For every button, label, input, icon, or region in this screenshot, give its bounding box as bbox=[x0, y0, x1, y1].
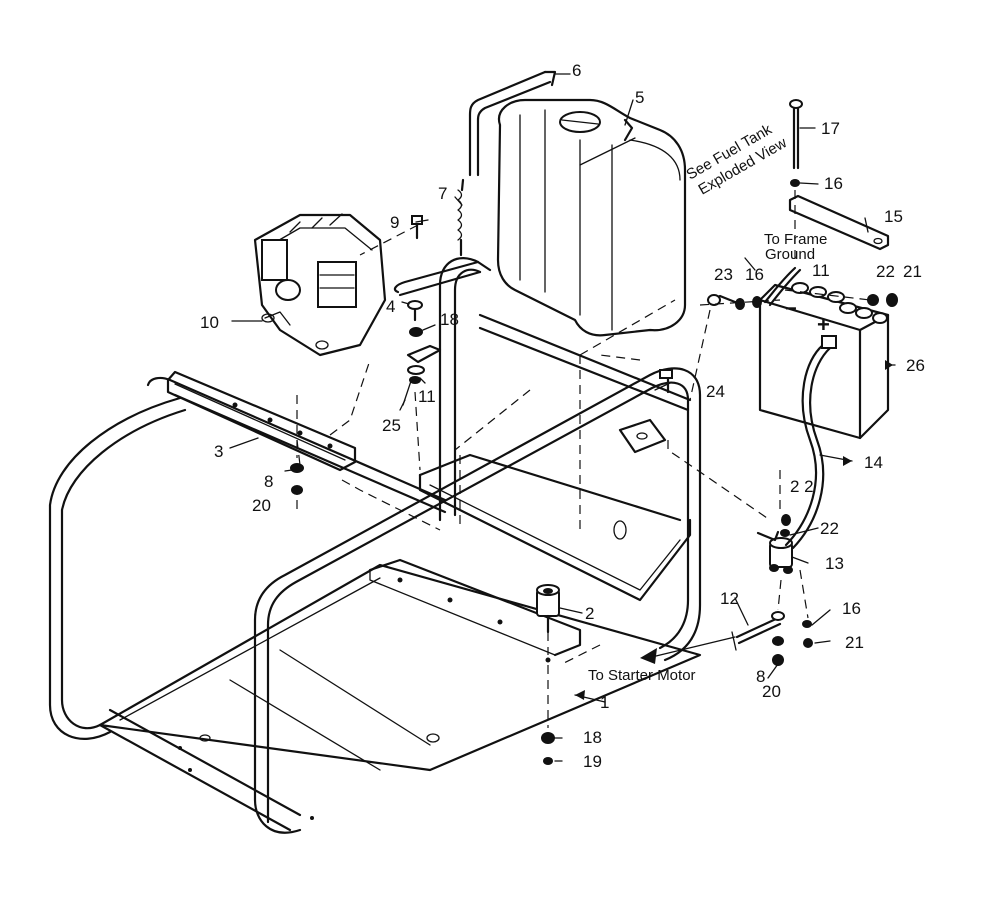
callout-24: 24 bbox=[706, 382, 725, 401]
hardware-parts bbox=[290, 99, 898, 765]
mounting-bracket bbox=[166, 370, 357, 472]
callout-4: 4 bbox=[386, 297, 395, 316]
leader-arrows bbox=[575, 360, 893, 700]
callout-7: 7 bbox=[438, 184, 447, 203]
callout-1: 1 bbox=[600, 693, 609, 712]
callout-3: 3 bbox=[214, 442, 223, 461]
callout-2: 2 bbox=[585, 604, 594, 623]
battery-positive-symbol: + bbox=[817, 312, 830, 337]
callout-10: 10 bbox=[200, 313, 219, 332]
callout-18-top: 18 bbox=[440, 310, 459, 329]
callout-22-upper: 2 2 bbox=[790, 477, 814, 496]
callout-26: 26 bbox=[906, 356, 925, 375]
frame-assembly bbox=[48, 257, 702, 834]
battery bbox=[758, 266, 890, 550]
callout-12: 12 bbox=[720, 589, 739, 608]
frame-ground-note-line2: Ground bbox=[765, 246, 815, 263]
callout-23: 23 bbox=[714, 265, 733, 284]
callout-20-solenoid: 20 bbox=[762, 682, 781, 701]
callout-18-base: 18 bbox=[583, 728, 602, 747]
callout-16-top: 16 bbox=[824, 174, 843, 193]
callout-17: 17 bbox=[821, 119, 840, 138]
callout-25: 25 bbox=[382, 416, 401, 435]
callout-16-solenoid: 16 bbox=[842, 599, 861, 618]
callout-21-terminal: 21 bbox=[903, 262, 922, 281]
callout-20-bracket: 20 bbox=[252, 496, 271, 515]
battery-negative-symbol: − bbox=[785, 298, 797, 320]
tension-spring bbox=[457, 178, 465, 257]
callout-19: 19 bbox=[583, 752, 602, 771]
callout-8-solenoid: 8 bbox=[756, 667, 765, 686]
callout-labels: 1 2 3 4 5 6 7 8 8 9 10 11 11 12 13 14 15… bbox=[200, 61, 925, 771]
callout-22-lower: 22 bbox=[820, 519, 839, 538]
alignment-lines bbox=[296, 190, 871, 728]
fuel-tank bbox=[468, 70, 687, 337]
callout-14: 14 bbox=[864, 453, 883, 472]
callout-21-solenoid: 21 bbox=[845, 633, 864, 652]
starter-motor-note: To Starter Motor bbox=[588, 667, 696, 684]
callout-15: 15 bbox=[884, 207, 903, 226]
callout-22-terminal: 22 bbox=[876, 262, 895, 281]
callout-8-bracket: 8 bbox=[264, 472, 273, 491]
callout-5: 5 bbox=[635, 88, 644, 107]
callout-11-ground: 11 bbox=[812, 261, 830, 280]
callout-11-clip: 11 bbox=[418, 387, 436, 406]
starter-motor-arrow bbox=[640, 648, 657, 664]
leader-lines bbox=[229, 73, 896, 762]
callout-16-terminal: 16 bbox=[745, 265, 764, 284]
frame-ground-note-line1: To Frame bbox=[764, 231, 827, 248]
callout-6: 6 bbox=[572, 61, 581, 80]
electrical-assembly bbox=[253, 213, 387, 357]
callout-9: 9 bbox=[390, 213, 399, 232]
callout-13: 13 bbox=[825, 554, 844, 573]
